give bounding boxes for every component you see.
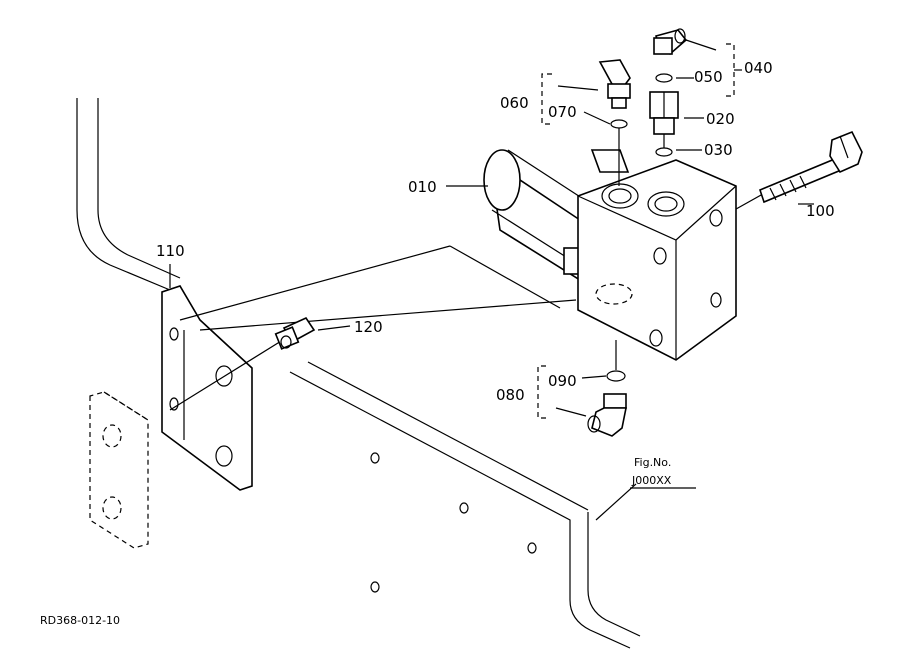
label-120: 120 [354, 318, 383, 336]
label-050: 050 [694, 68, 723, 86]
fig-no-label: Fig.No. [634, 456, 671, 469]
drawing-code: RD368-012-10 [40, 614, 120, 627]
elbow-fitting-060 [598, 59, 631, 109]
o-ring-090 [606, 370, 626, 382]
fitting-120 [274, 316, 316, 350]
label-110: 110 [156, 242, 185, 260]
assembly-brackets [537, 43, 742, 419]
valve-block [577, 159, 737, 361]
leader-lines [169, 39, 814, 521]
fig-no-value: J000XX [631, 474, 672, 487]
o-ring-070 [610, 119, 628, 129]
label-040: 040 [744, 59, 773, 77]
o-ring-050 [655, 73, 673, 83]
label-080: 080 [496, 386, 525, 404]
bracket [161, 285, 253, 491]
label-020: 020 [706, 110, 735, 128]
frame-rail [76, 98, 181, 291]
label-060: 060 [500, 94, 529, 112]
o-ring-030 [655, 147, 673, 157]
bolt [759, 130, 863, 204]
adapter-020 [649, 91, 679, 135]
elbow-fitting-080 [587, 393, 627, 437]
elbow-fitting-040 [653, 28, 688, 55]
main-frame-beam [289, 361, 641, 649]
label-030: 030 [704, 141, 733, 159]
label-010: 010 [408, 178, 437, 196]
label-090: 090 [548, 372, 577, 390]
label-100: 100 [806, 202, 835, 220]
label-070: 070 [548, 103, 577, 121]
mounting-plate-phantom [89, 391, 149, 549]
